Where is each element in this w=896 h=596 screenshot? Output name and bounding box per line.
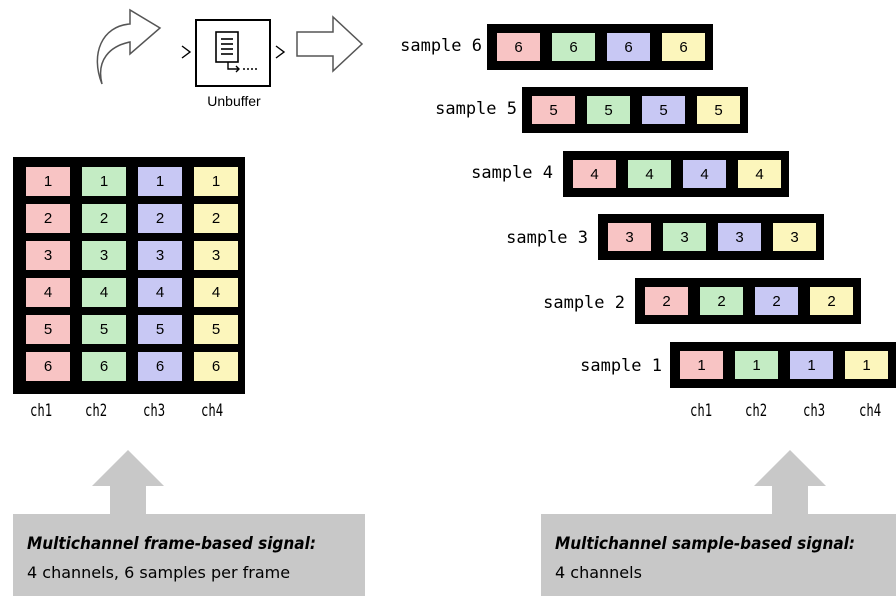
sample-based-caption: Multichannel sample-based signal: 4 chan… bbox=[541, 514, 896, 596]
output-arrow-icon bbox=[296, 15, 364, 73]
sample-label: sample 4 bbox=[471, 163, 553, 183]
sample-cell: 4 bbox=[628, 160, 671, 188]
matrix-cell: 4 bbox=[26, 278, 70, 307]
sample-cell: 1 bbox=[845, 351, 888, 379]
sample-label: sample 1 bbox=[580, 356, 662, 376]
sample-cell: 2 bbox=[755, 287, 798, 315]
sample-channel-label: ch2 bbox=[745, 401, 768, 421]
unbuffer-block[interactable] bbox=[195, 19, 271, 87]
sample-cell: 5 bbox=[587, 96, 630, 124]
sample-cell: 6 bbox=[607, 33, 650, 61]
sample-cell: 1 bbox=[790, 351, 833, 379]
sample-cell: 3 bbox=[608, 223, 651, 251]
sample-cell: 2 bbox=[810, 287, 853, 315]
sample-cell: 2 bbox=[700, 287, 743, 315]
matrix-cell: 4 bbox=[138, 278, 182, 307]
matrix-cell: 3 bbox=[194, 241, 238, 270]
sample-cell: 5 bbox=[697, 96, 740, 124]
sample-cell: 3 bbox=[718, 223, 761, 251]
matrix-cell: 3 bbox=[26, 241, 70, 270]
sample-label: sample 2 bbox=[543, 293, 625, 313]
sample-label: sample 6 bbox=[400, 36, 482, 56]
sample-row: 4 4 4 4 bbox=[563, 151, 789, 197]
matrix-cell: 6 bbox=[82, 352, 126, 381]
matrix-cell: 5 bbox=[194, 315, 238, 344]
matrix-channel-label: ch3 bbox=[143, 401, 166, 421]
matrix-cell: 6 bbox=[138, 352, 182, 381]
caption-title: Multichannel frame-based signal: bbox=[27, 534, 316, 554]
sample-cell: 4 bbox=[573, 160, 616, 188]
block-label: Unbuffer bbox=[207, 93, 261, 109]
sample-cell: 1 bbox=[680, 351, 723, 379]
up-arrow-icon bbox=[754, 450, 826, 514]
matrix-cell: 2 bbox=[194, 204, 238, 233]
sample-channel-label: ch3 bbox=[803, 401, 826, 421]
sample-cell: 3 bbox=[773, 223, 816, 251]
matrix-cell: 5 bbox=[138, 315, 182, 344]
matrix-cell: 2 bbox=[82, 204, 126, 233]
matrix-cell: 6 bbox=[26, 352, 70, 381]
sample-cell: 3 bbox=[663, 223, 706, 251]
sample-cell: 4 bbox=[738, 160, 781, 188]
matrix-channel-label: ch2 bbox=[85, 401, 108, 421]
matrix-cell: 1 bbox=[26, 167, 70, 196]
unbuffer-icon bbox=[215, 31, 259, 73]
matrix-cell: 2 bbox=[138, 204, 182, 233]
sample-channel-label: ch1 bbox=[690, 401, 713, 421]
caption-title: Multichannel sample-based signal: bbox=[555, 534, 856, 554]
matrix-cell: 3 bbox=[82, 241, 126, 270]
matrix-cell: 4 bbox=[194, 278, 238, 307]
sample-row: 1 1 1 1 bbox=[670, 342, 896, 388]
sample-cell: 1 bbox=[735, 351, 778, 379]
curved-input-arrow-icon bbox=[96, 8, 162, 85]
sample-row: 3 3 3 3 bbox=[598, 214, 824, 260]
caption-subtitle: 4 channels bbox=[555, 563, 642, 582]
sample-label: sample 5 bbox=[435, 99, 517, 119]
sample-row: 5 5 5 5 bbox=[522, 87, 748, 133]
sample-cell: 5 bbox=[642, 96, 685, 124]
caption-subtitle: 4 channels, 6 samples per frame bbox=[27, 563, 291, 582]
sample-cell: 6 bbox=[552, 33, 595, 61]
sample-row: 6 6 6 6 bbox=[487, 24, 713, 70]
block-input-port-icon bbox=[181, 45, 192, 59]
sample-row: 2 2 2 2 bbox=[635, 278, 861, 324]
block-output-port-icon bbox=[275, 45, 286, 59]
frame-matrix: 1 1 1 1 2 2 2 2 3 3 3 3 4 4 4 4 5 5 5 5 … bbox=[13, 157, 245, 394]
sample-cell: 2 bbox=[645, 287, 688, 315]
sample-label: sample 3 bbox=[506, 228, 588, 248]
matrix-cell: 5 bbox=[26, 315, 70, 344]
sample-cell: 6 bbox=[662, 33, 705, 61]
matrix-cell: 4 bbox=[82, 278, 126, 307]
matrix-cell: 1 bbox=[82, 167, 126, 196]
up-arrow-icon bbox=[92, 450, 164, 514]
matrix-cell: 1 bbox=[138, 167, 182, 196]
matrix-cell: 3 bbox=[138, 241, 182, 270]
sample-cell: 5 bbox=[532, 96, 575, 124]
matrix-channel-label: ch4 bbox=[201, 401, 224, 421]
sample-channel-label: ch4 bbox=[859, 401, 882, 421]
sample-cell: 4 bbox=[683, 160, 726, 188]
matrix-cell: 2 bbox=[26, 204, 70, 233]
frame-based-caption: Multichannel frame-based signal: 4 chann… bbox=[13, 514, 365, 596]
matrix-cell: 5 bbox=[82, 315, 126, 344]
matrix-channel-label: ch1 bbox=[30, 401, 53, 421]
matrix-cell: 1 bbox=[194, 167, 238, 196]
sample-cell: 6 bbox=[497, 33, 540, 61]
matrix-cell: 6 bbox=[194, 352, 238, 381]
